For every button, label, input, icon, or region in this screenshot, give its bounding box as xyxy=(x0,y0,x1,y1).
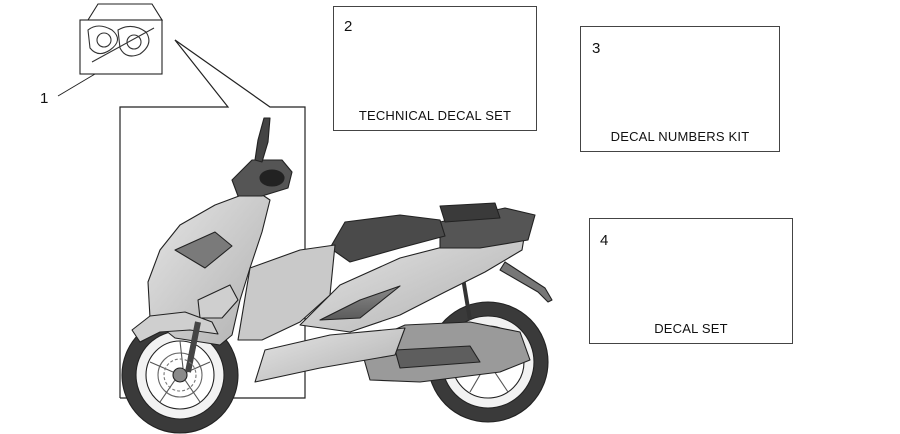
front-shield xyxy=(147,189,271,346)
front-wheel xyxy=(121,316,239,434)
center-stand xyxy=(499,261,553,303)
scooter-illustration xyxy=(121,117,553,434)
floorboard xyxy=(254,327,406,383)
callout-1-outline xyxy=(119,39,306,399)
seat xyxy=(329,214,446,263)
callout-number-3: 3 xyxy=(592,40,601,57)
callout-label-3: DECAL NUMBERS KIT xyxy=(610,129,750,144)
callout-label-4: DECAL SET xyxy=(654,321,728,336)
callout-number-1: 1 xyxy=(40,90,49,107)
callout-box-3: DECAL NUMBERS KIT xyxy=(580,26,780,152)
tunnel xyxy=(237,244,336,341)
decal-package-1 xyxy=(79,3,163,75)
callout-number-4: 4 xyxy=(600,232,609,249)
mirror xyxy=(254,117,271,163)
front-fork xyxy=(185,321,201,373)
callout-box-2: TECHNICAL DECAL SET xyxy=(333,6,537,131)
leader-line-1 xyxy=(57,73,96,97)
callout-label-2: TECHNICAL DECAL SET xyxy=(358,108,512,123)
callout-box-4: DECAL SET xyxy=(589,218,793,344)
brake-disc xyxy=(163,358,197,392)
callout-number-2: 2 xyxy=(344,18,353,35)
front-fender xyxy=(131,311,219,343)
